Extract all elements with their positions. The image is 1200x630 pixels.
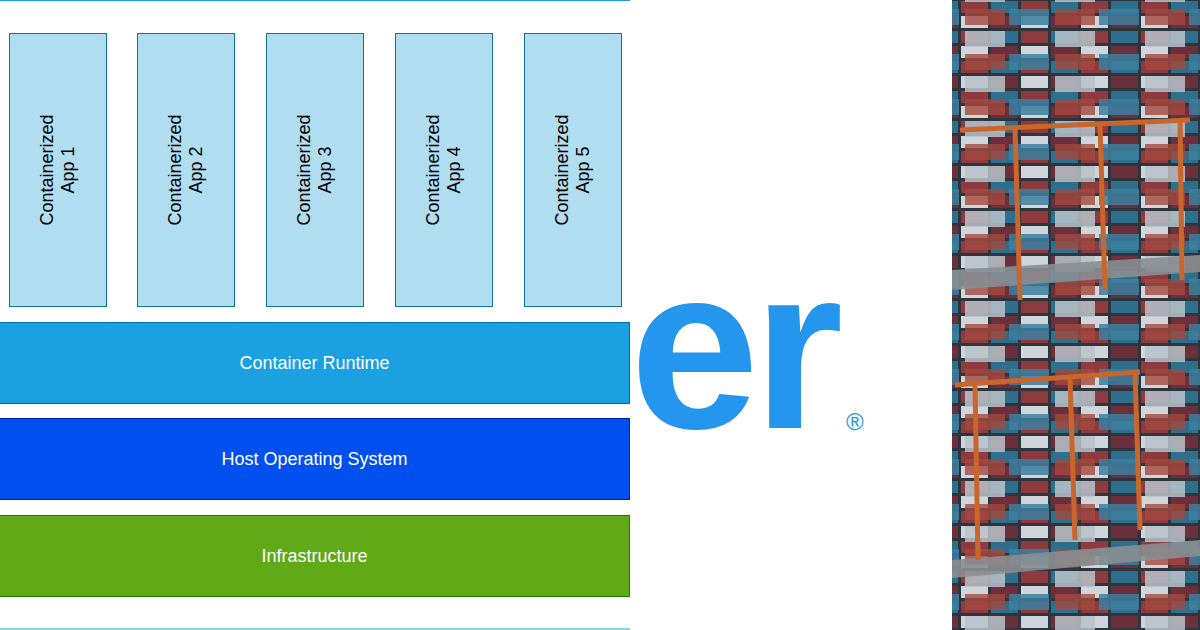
container-app-box: Containerized App 3 bbox=[266, 33, 364, 307]
os-layer-band: Host Operating System bbox=[0, 418, 630, 500]
node-label: Containerized App 3 bbox=[294, 106, 336, 234]
node-label: Container Runtime bbox=[0, 353, 629, 374]
node-label: Containerized App 4 bbox=[423, 106, 465, 234]
infrastructure-layer-band: Infrastructure bbox=[0, 515, 630, 597]
frame-line bbox=[0, 0, 630, 1]
container-app-box: Containerized App 4 bbox=[395, 33, 493, 307]
node-label: Containerized App 5 bbox=[552, 106, 594, 234]
logo-wordmark: er bbox=[630, 232, 837, 464]
registered-mark: ® bbox=[846, 410, 864, 434]
node-label: Host Operating System bbox=[0, 449, 629, 470]
container-app-box: Containerized App 1 bbox=[9, 33, 107, 307]
runtime-layer-band: Container Runtime bbox=[0, 322, 630, 404]
node-label: Containerized App 1 bbox=[37, 106, 79, 234]
node-label: Infrastructure bbox=[0, 546, 629, 567]
node-label: Containerized App 2 bbox=[165, 106, 207, 234]
frame-line bbox=[0, 629, 630, 630]
port-photo bbox=[952, 0, 1200, 630]
container-app-box: Containerized App 2 bbox=[137, 33, 235, 307]
container-app-box: Containerized App 5 bbox=[524, 33, 622, 307]
